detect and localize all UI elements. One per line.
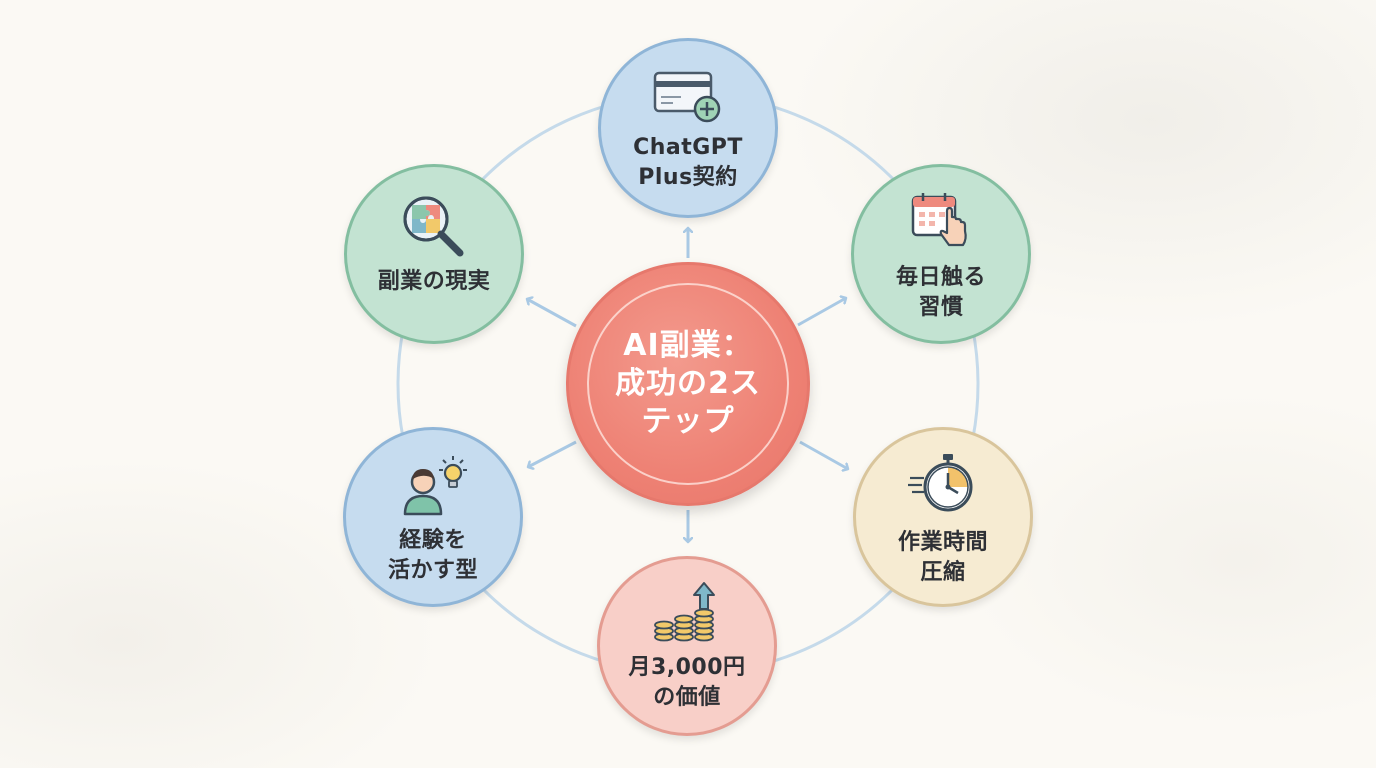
arrow-to-bottom-left [528, 440, 577, 467]
credit-card-plus-icon [653, 71, 721, 123]
node-side-job-reality: 副業の現実 [344, 164, 524, 344]
node-experience-type: 経験を 活かす型 [343, 427, 523, 607]
node-label: 経験を 活かす型 [387, 528, 478, 583]
node-time-compression: 作業時間 圧縮 [853, 427, 1033, 607]
center-inner-ring [587, 283, 789, 485]
node-label: 月3,000円 の価値 [628, 655, 746, 710]
node-label: 作業時間 圧縮 [897, 530, 988, 585]
arrow-to-bottom-right [799, 440, 848, 469]
center-title: AI副業： 成功の2ス テップ [615, 328, 761, 439]
coin-stacks-arrow-icon [654, 582, 715, 642]
calendar-tap-icon [911, 193, 967, 247]
node-label: ChatGPT Plus契約 [633, 135, 743, 190]
node-label: 毎日触る 習慣 [895, 265, 986, 320]
arrow-to-top-left [527, 299, 577, 328]
arrow-to-top-right [797, 298, 846, 327]
person-idea-icon [403, 456, 467, 516]
node-daily-habit: 毎日触る 習慣 [851, 164, 1031, 344]
node-chatgpt-plus: ChatGPT Plus契約 [598, 38, 778, 218]
node-monthly-value: 月3,000円 の価値 [597, 556, 777, 736]
stopwatch-icon [908, 454, 973, 512]
puzzle-magnifier-icon [403, 196, 464, 257]
node-label: 副業の現実 [377, 269, 491, 294]
center-hub: AI副業： 成功の2ス テップ [566, 262, 810, 506]
